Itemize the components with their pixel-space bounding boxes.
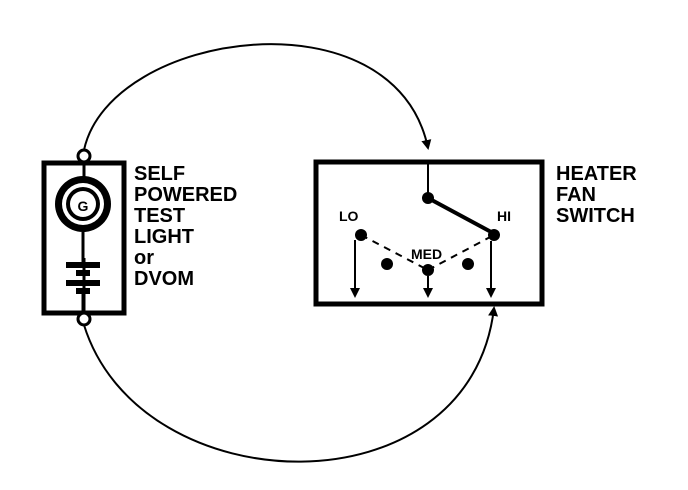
bulb-icon: G [55, 176, 111, 232]
contact-hi [488, 229, 500, 241]
tester-label: SELF POWERED TEST LIGHT or DVOM [134, 163, 237, 290]
contact-med-hi [462, 258, 474, 270]
lower-test-lead [83, 306, 499, 463]
contact-lo-med [381, 258, 393, 270]
tester-label-line-1: SELF [134, 163, 185, 185]
switch-position-med: MED [411, 246, 442, 262]
switch-contact-arm [427, 196, 494, 235]
tester-label-line-5: or [134, 247, 154, 269]
switch-label-line-3: SWITCH [556, 205, 635, 227]
tester-label-line-4: LIGHT [134, 226, 194, 248]
bulb-glyph: G [78, 198, 89, 214]
switch-label-line-1: HEATER [556, 163, 637, 185]
test-light-unit: G SELF POWERED TEST LIGHT or DVOM [41, 148, 237, 327]
top-terminal [76, 148, 92, 164]
heater-fan-switch: LO MED HI HEATER FAN SWITCH [313, 159, 637, 307]
switch-position-lo: LO [339, 208, 359, 224]
tester-label-line-3: TEST [134, 205, 185, 227]
tester-label-line-6: DVOM [134, 268, 194, 290]
switch-label: HEATER FAN SWITCH [556, 163, 637, 227]
tester-label-line-2: POWERED [134, 184, 237, 206]
upper-test-lead [83, 43, 432, 151]
battery-icon [66, 232, 100, 313]
bottom-terminal [76, 311, 92, 327]
switch-position-hi: HI [497, 208, 511, 224]
switch-label-line-2: FAN [556, 184, 596, 206]
